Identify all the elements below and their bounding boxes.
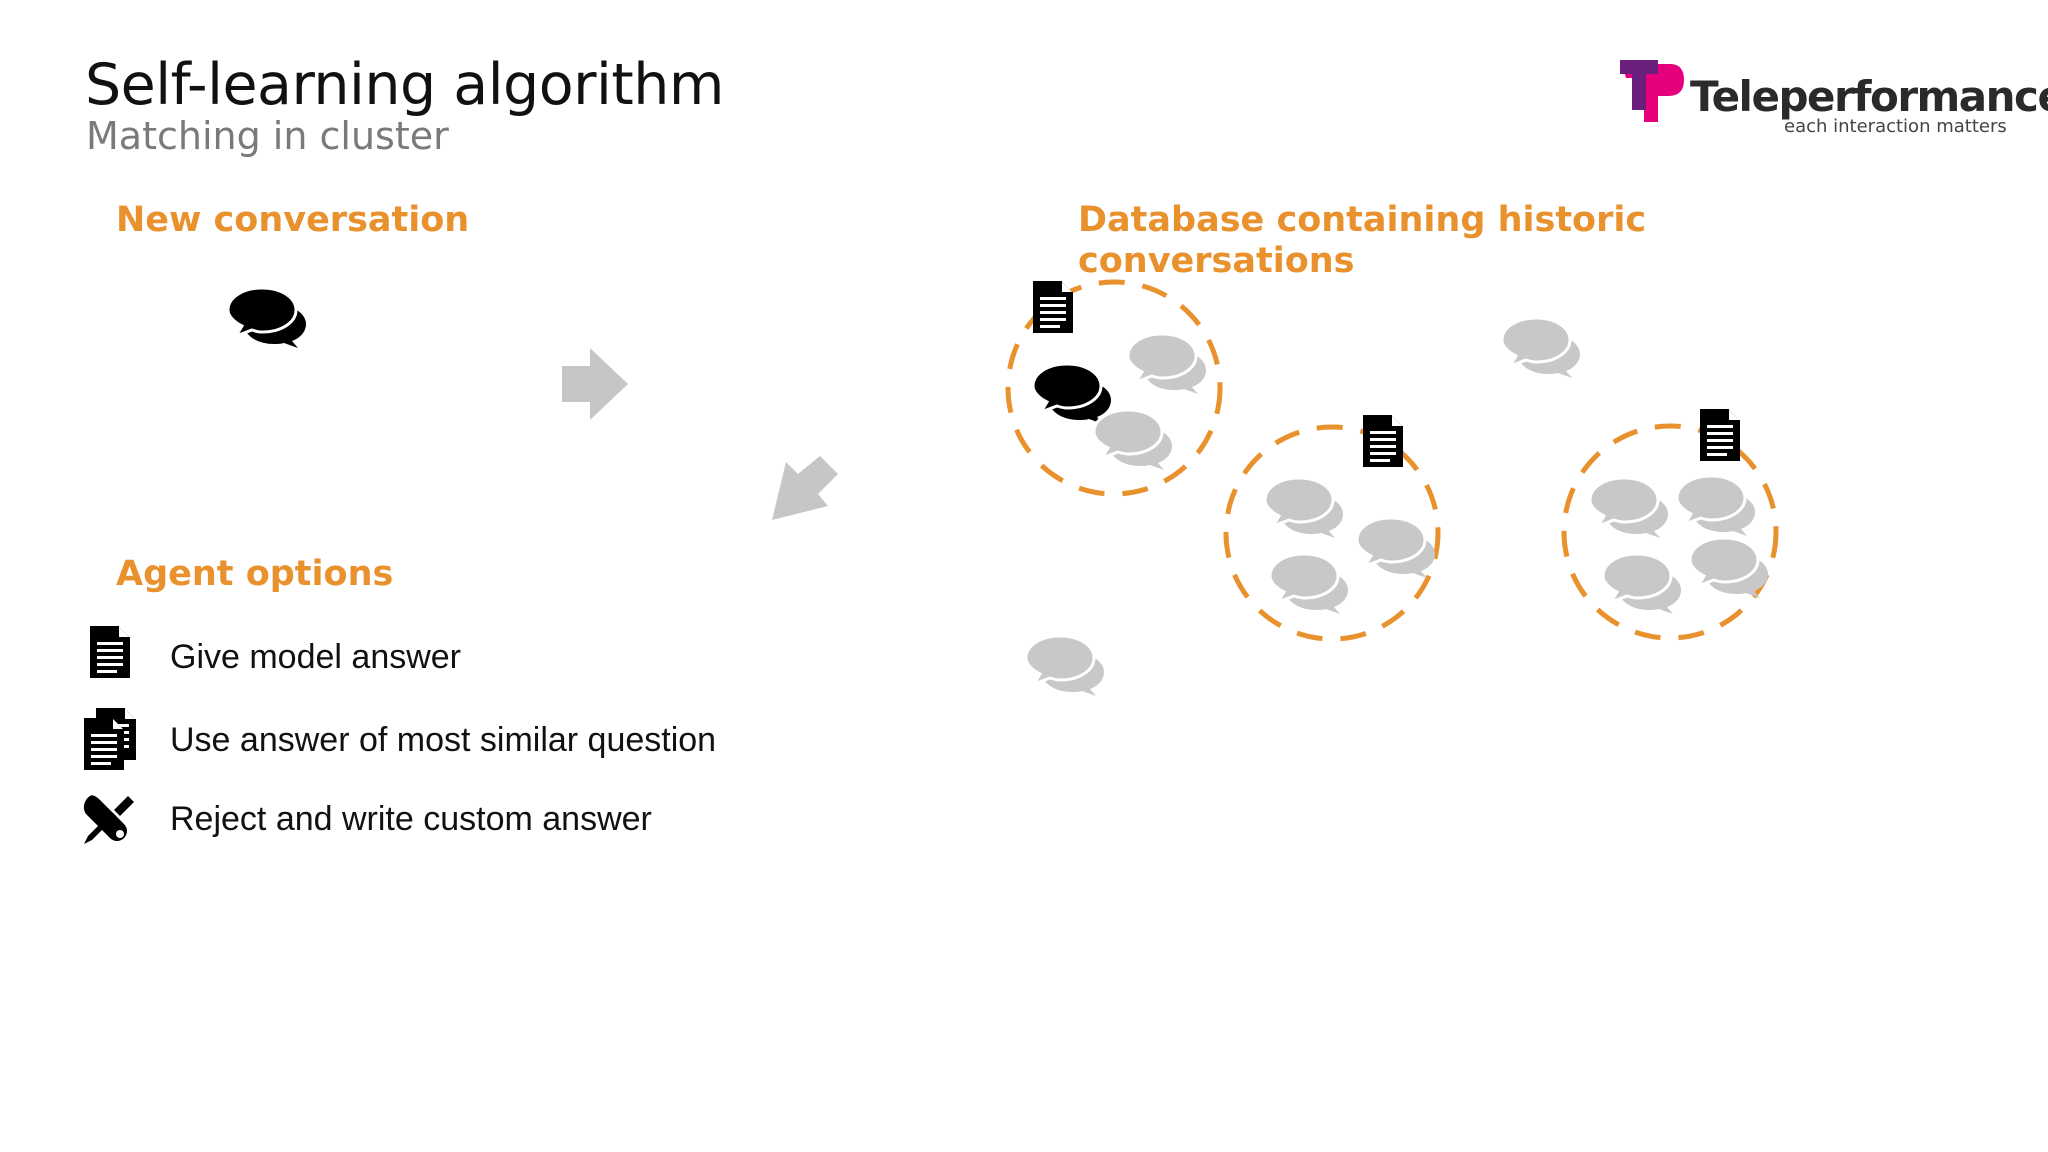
historic-chat-icon	[1092, 408, 1174, 472]
logo-tagline: each interaction matters	[1784, 116, 2007, 137]
historic-chat-icon	[1675, 474, 1757, 538]
agent-options-heading: Agent options	[116, 554, 394, 594]
historic-chat-icon	[1263, 476, 1345, 540]
database-heading-line-2: conversations	[1078, 241, 1355, 281]
database-heading-line-1: Database containing historic	[1078, 200, 1647, 240]
tools-icon	[83, 795, 134, 844]
outlier-chat-icon	[1024, 634, 1106, 698]
cluster-3-document-icon	[1699, 408, 1741, 462]
option-give-model-answer: Give model answer	[170, 638, 462, 676]
teleperformance-logo-mark	[1620, 60, 1684, 122]
slide-subtitle: Matching in cluster	[86, 114, 449, 158]
option-use-similar-answer: Use answer of most similar question	[170, 721, 717, 759]
cluster-2-document-icon	[1362, 414, 1404, 468]
database-heading: Database containing historic conversatio…	[1078, 200, 1678, 282]
logo-wordmark: Teleperformance	[1690, 72, 2048, 121]
historic-chat-icon	[1355, 516, 1437, 580]
historic-chat-icon	[1601, 552, 1683, 616]
new-conversation-chat-icon	[226, 286, 308, 350]
cluster-1-document-icon	[1032, 280, 1074, 334]
arrow-right-icon	[562, 348, 628, 420]
historic-chat-icon	[1588, 476, 1670, 540]
document-icon	[89, 625, 131, 679]
documents-icon	[83, 707, 137, 771]
new-conversation-heading: New conversation	[116, 200, 470, 240]
cluster-1-boundary	[1005, 279, 1223, 497]
matched-chat-icon	[1031, 362, 1113, 426]
arrow-down-left-icon	[772, 456, 838, 520]
outlier-chat-icon	[1500, 316, 1582, 380]
cluster-3-boundary	[1561, 423, 1779, 641]
historic-chat-icon	[1126, 332, 1208, 396]
historic-chat-icon	[1688, 536, 1770, 600]
cluster-2-boundary	[1223, 424, 1441, 642]
slide-title: Self-learning algorithm	[85, 52, 724, 118]
option-reject-custom-answer: Reject and write custom answer	[170, 800, 652, 838]
historic-chat-icon	[1268, 552, 1350, 616]
